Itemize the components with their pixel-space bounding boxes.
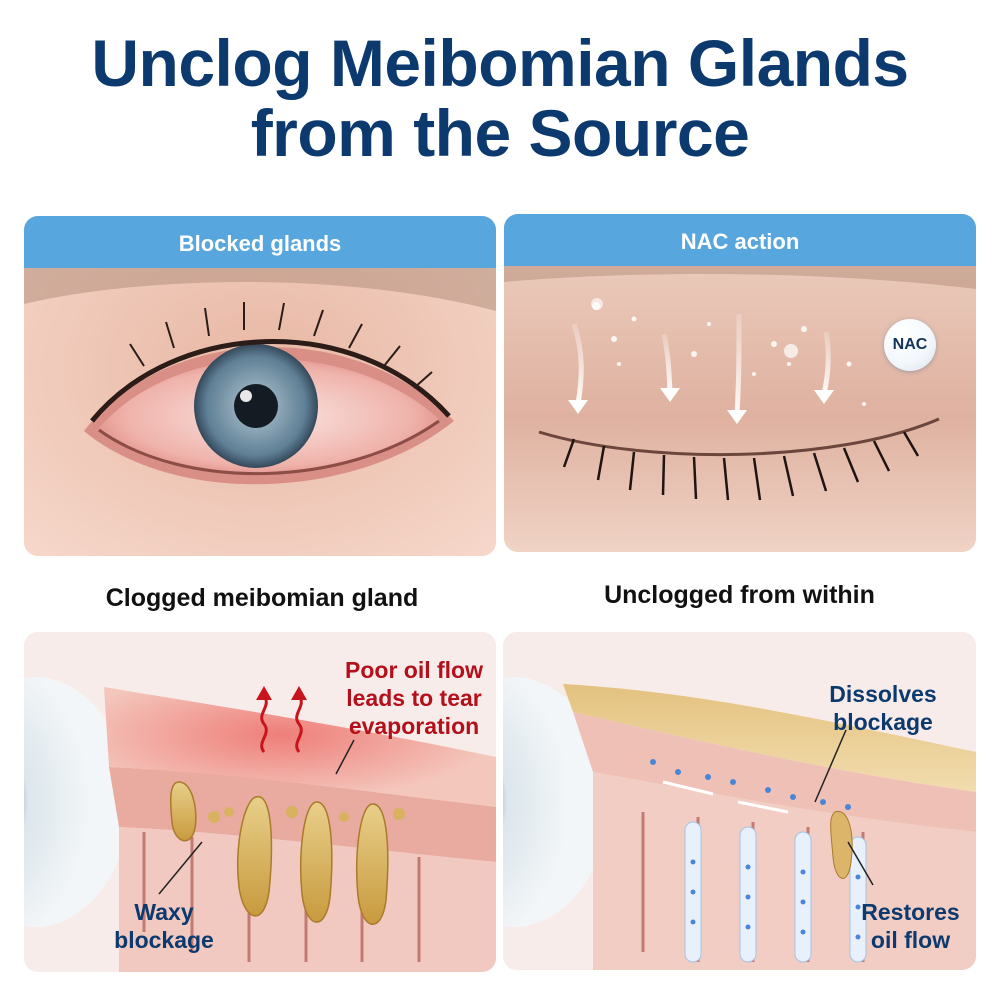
title-line-2: from the Source [250, 96, 750, 170]
title-line-1: Unclog Meibomian Glands [91, 26, 909, 100]
clogged-gland-illustration [24, 632, 496, 972]
poor-oil-flow-line-1: Poor oil flow [345, 657, 483, 683]
unclogged-caption: Unclogged from within [604, 581, 875, 609]
restores-oil-flow-line-1: Restores [861, 899, 960, 925]
poor-oil-flow-line-3: evaporation [348, 713, 480, 739]
blocked-glands-panel: Blocked glands [24, 216, 496, 556]
waxy-blockage-label: Waxy blockage [104, 898, 224, 954]
restores-oil-flow-line-2: oil flow [870, 927, 951, 953]
nac-bubble: NAC [884, 319, 936, 371]
restores-oil-flow-label: Restores oil flow [848, 898, 973, 954]
waxy-blockage-line-1: Waxy [134, 899, 194, 925]
poor-oil-flow-line-2: leads to tear [346, 685, 482, 711]
page-title: Unclog Meibomian Glands from the Source [0, 28, 1000, 168]
dissolves-blockage-line-1: Dissolves [829, 681, 937, 707]
poor-oil-flow-label: Poor oil flow leads to tear evaporation [334, 656, 494, 740]
clogged-gland-diagram: Poor oil flow leads to tear evaporation … [24, 632, 496, 972]
dissolves-blockage-label: Dissolves blockage [818, 680, 948, 736]
nac-action-panel: NAC action [504, 214, 976, 552]
red-eye-image [24, 216, 496, 556]
closed-eye-image [504, 214, 976, 552]
nac-action-header: NAC action [504, 214, 976, 266]
clogged-gland-caption: Clogged meibomian gland [105, 584, 419, 612]
waxy-blockage-line-2: blockage [114, 927, 214, 953]
unclogged-gland-diagram: Dissolves blockage Restores oil flow [503, 632, 976, 970]
dissolves-blockage-line-2: blockage [833, 709, 933, 735]
blocked-glands-header: Blocked glands [24, 216, 496, 268]
unclogged-gland-illustration [503, 632, 976, 970]
